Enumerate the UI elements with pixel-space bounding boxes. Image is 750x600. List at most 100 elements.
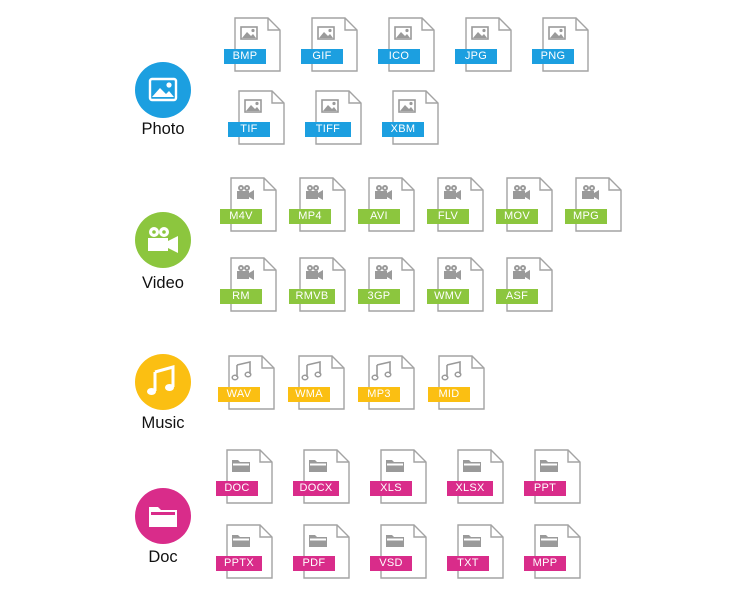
image-icon (548, 26, 566, 40)
format-tag: XLSX (447, 481, 493, 496)
file-icon-ico: ICO (378, 17, 438, 73)
document-outline-icon (457, 449, 504, 504)
category-label-doc: Doc (148, 548, 178, 566)
folder-icon (309, 460, 327, 472)
video-camera-icon (306, 265, 323, 280)
document-outline-icon (230, 177, 277, 232)
format-tag: M4V (220, 209, 262, 224)
format-tag: TXT (447, 556, 489, 571)
file-icon-avi: AVI (358, 177, 418, 233)
format-tag: RM (220, 289, 262, 304)
document-outline-icon (299, 177, 346, 232)
file-icon-wav: WAV (218, 355, 278, 411)
file-icon-wma: WMA (288, 355, 348, 411)
file-icon-m4v: M4V (220, 177, 280, 233)
video-camera-icon (513, 265, 530, 280)
format-tag: XBM (382, 122, 424, 137)
document-outline-icon (368, 355, 415, 410)
folder-icon (540, 535, 558, 547)
document-outline-icon (315, 90, 362, 145)
document-outline-icon (457, 524, 504, 579)
format-tag: XLS (370, 481, 412, 496)
format-tag: MOV (496, 209, 538, 224)
file-icon-xls: XLS (370, 449, 430, 505)
document-outline-icon (228, 355, 275, 410)
document-outline-icon (465, 17, 512, 72)
file-icon-tif: TIF (228, 90, 288, 146)
document-outline-icon (392, 90, 439, 145)
file-icon-pdf: PDF (293, 524, 353, 580)
file-icon-tiff: TIFF (305, 90, 365, 146)
document-outline-icon (226, 524, 273, 579)
document-outline-icon (437, 257, 484, 312)
file-icon-flv: FLV (427, 177, 487, 233)
file-icon-asf: ASF (496, 257, 556, 313)
format-tag: MID (428, 387, 470, 402)
document-outline-icon (368, 257, 415, 312)
file-icon-mp4: MP4 (289, 177, 349, 233)
image-icon (321, 99, 339, 113)
format-tag: 3GP (358, 289, 400, 304)
format-tag: WMV (427, 289, 469, 304)
format-tag: PPTX (216, 556, 262, 571)
image-icon (394, 26, 412, 40)
music-note-icon (135, 354, 191, 410)
image-icon (471, 26, 489, 40)
format-tag: BMP (224, 49, 266, 64)
file-icon-mid: MID (428, 355, 488, 411)
format-tag: MP3 (358, 387, 400, 402)
document-outline-icon (226, 449, 273, 504)
file-icon-bmp: BMP (224, 17, 284, 73)
document-outline-icon (542, 17, 589, 72)
image-icon (244, 99, 262, 113)
file-icon-mpg: MPG (565, 177, 625, 233)
document-outline-icon (534, 524, 581, 579)
file-icon-pptx: PPTX (216, 524, 276, 580)
image-icon (240, 26, 258, 40)
folder-icon (463, 460, 481, 472)
document-outline-icon (230, 257, 277, 312)
video-camera-icon (444, 185, 461, 200)
file-icon-xlsx: XLSX (447, 449, 507, 505)
folder-icon (463, 535, 481, 547)
format-tag: VSD (370, 556, 412, 571)
document-outline-icon (506, 257, 553, 312)
folder-icon (309, 535, 327, 547)
folder-icon (135, 488, 191, 544)
format-tag: FLV (427, 209, 469, 224)
format-tag: PDF (293, 556, 335, 571)
file-icon-3gp: 3GP (358, 257, 418, 313)
video-camera-icon (513, 185, 530, 200)
photo-icon (135, 62, 191, 118)
video-camera-icon (306, 185, 323, 200)
format-tag: MP4 (289, 209, 331, 224)
video-camera-icon (237, 185, 254, 200)
file-icon-doc: DOC (216, 449, 276, 505)
video-camera-icon (582, 185, 599, 200)
file-icon-rmvb: RMVB (289, 257, 349, 313)
folder-icon (386, 535, 404, 547)
file-icon-vsd: VSD (370, 524, 430, 580)
music-note-icon (441, 360, 462, 381)
image-icon (398, 99, 416, 113)
file-icon-jpg: JPG (455, 17, 515, 73)
document-outline-icon (303, 524, 350, 579)
document-outline-icon (380, 524, 427, 579)
video-camera-icon (237, 265, 254, 280)
video-camera-icon (375, 185, 392, 200)
document-outline-icon (234, 17, 281, 72)
file-icon-gif: GIF (301, 17, 361, 73)
music-note-icon (301, 360, 322, 381)
file-icon-wmv: WMV (427, 257, 487, 313)
file-icon-mp3: MP3 (358, 355, 418, 411)
format-tag: MPP (524, 556, 566, 571)
document-outline-icon (299, 257, 346, 312)
format-tag: WMA (288, 387, 330, 402)
format-tag: AVI (358, 209, 400, 224)
document-outline-icon (575, 177, 622, 232)
document-outline-icon (438, 355, 485, 410)
document-outline-icon (238, 90, 285, 145)
file-icon-txt: TXT (447, 524, 507, 580)
format-tag: GIF (301, 49, 343, 64)
